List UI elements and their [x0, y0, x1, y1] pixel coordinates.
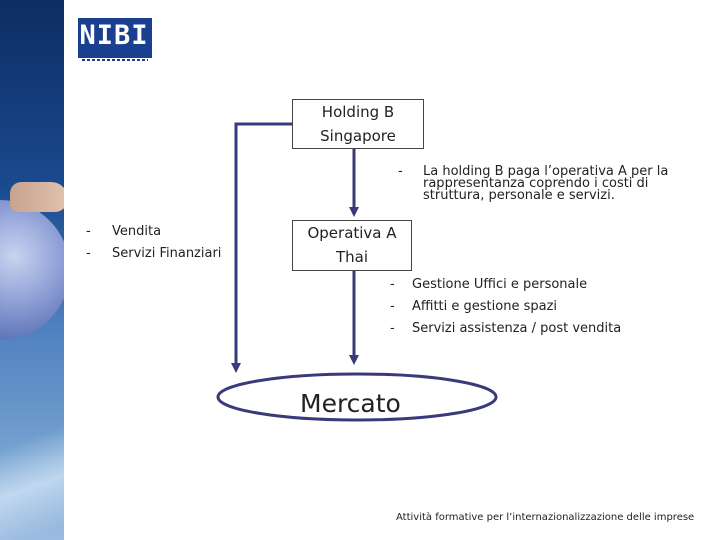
note-dash: - [398, 164, 403, 179]
logo-tagline-rule [82, 59, 148, 61]
holding-title: Holding B [321, 103, 395, 121]
arrow-holding-to-mercato [231, 122, 292, 373]
holding-b-box: Holding B Singapore [292, 99, 424, 149]
logo-text: NIBI [79, 20, 149, 51]
operativa-title: Operativa A [307, 224, 397, 242]
list-dash: - [390, 299, 395, 314]
nibi-logo: NIBI [78, 18, 152, 61]
operativa-location: Thai [335, 248, 369, 266]
list-label: Affitti e gestione spazi [412, 299, 558, 314]
holding-location: Singapore [320, 127, 396, 145]
hand-image [10, 182, 64, 212]
mercato-ellipse [216, 372, 498, 422]
list-dash: - [390, 321, 395, 336]
list-dash: - [390, 277, 395, 292]
list-dash: - [86, 224, 91, 239]
list-dash: - [86, 246, 91, 261]
decorative-side-panel [0, 0, 64, 540]
list-label: Servizi Finanziari [112, 246, 222, 261]
mercato-label: Mercato [300, 389, 401, 418]
note-text: La holding B paga l’operativa A per la r… [423, 164, 669, 203]
panel-sheen [0, 420, 64, 540]
operativa-a-box: Operativa A Thai [292, 220, 412, 271]
list-label: Servizi assistenza / post vendita [412, 321, 622, 336]
footer-caption: Attività formative per l’internazionaliz… [396, 512, 695, 523]
list-label: Gestione Uffici e personale [412, 277, 588, 292]
logo-box [78, 18, 152, 58]
list-label: Vendita [112, 224, 162, 239]
